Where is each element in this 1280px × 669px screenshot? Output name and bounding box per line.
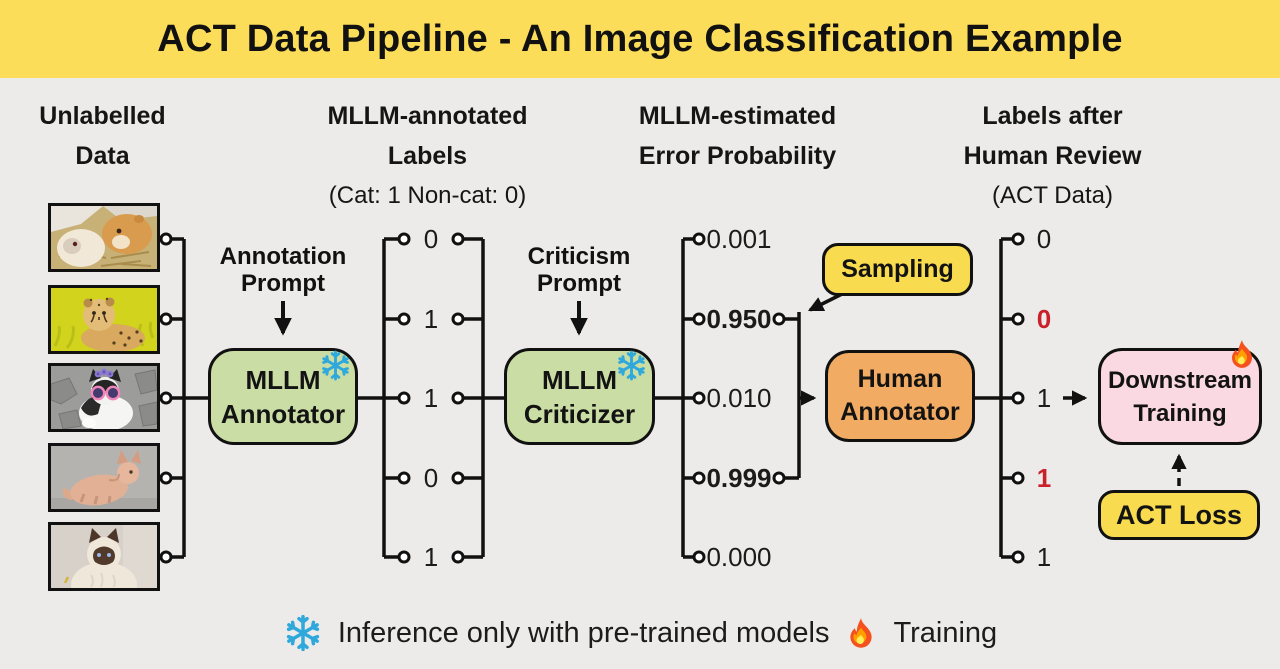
criticism-prompt-label: Criticism Prompt: [491, 243, 667, 297]
box-label: Downstream: [1107, 366, 1253, 394]
error-probability: 0.950: [706, 304, 772, 334]
human-annotator-box: Human Annotator: [825, 350, 975, 442]
error-probability: 0.001: [706, 224, 772, 254]
images-stubs: [171, 237, 184, 559]
box-label: Sampling: [841, 255, 954, 283]
annotated-label: 1: [423, 542, 439, 572]
wire-node: [159, 550, 173, 564]
header-annotated-labels: MLLM-annotated Labels (Cat: 1 Non-cat: 0…: [300, 96, 555, 216]
wire-node: [159, 232, 173, 246]
cat-sunglasses-photo: [48, 363, 160, 432]
box-label: MLLM: [541, 364, 618, 395]
snowflake-icon: [319, 349, 352, 387]
header-line: Data: [75, 142, 130, 170]
cheetah-cub-photo: [48, 285, 160, 354]
annotation-prompt-label: Annotation Prompt: [195, 243, 371, 297]
box-label: ACT Loss: [1115, 499, 1242, 530]
error-probability: 0.999: [706, 463, 772, 493]
reviewed-label-corrected: 0: [1036, 304, 1052, 334]
wire-node: [159, 312, 173, 326]
header-subtitle: (Cat: 1 Non-cat: 0): [328, 182, 527, 209]
guinea-pigs-photo: [48, 203, 160, 272]
reviewed-label: 1: [1036, 383, 1052, 413]
snowflake-icon: [283, 613, 323, 653]
legend-training-text: Training: [893, 616, 998, 649]
annotated-label: 1: [423, 383, 439, 413]
prompt-line: Prompt: [241, 270, 325, 297]
prompt-line: Prompt: [537, 270, 621, 297]
box-label: Annotator: [840, 398, 960, 426]
error-probability: 0.010: [706, 383, 772, 413]
header-reviewed-labels: Labels after Human Review (ACT Data): [925, 96, 1180, 216]
header-line: Human Review: [963, 142, 1142, 170]
legend: Inference only with pre-trained models T…: [0, 606, 1280, 660]
box-label: Training: [1133, 399, 1227, 427]
sampling-box: Sampling: [822, 243, 973, 296]
labels-right-bus: [463, 237, 485, 559]
reviewed-bus: [999, 237, 1013, 559]
header-line: Labels: [387, 142, 468, 170]
annotated-label: 0: [423, 463, 439, 493]
sphynx-cat-photo: [48, 443, 160, 512]
prompt-line: Criticism: [527, 243, 631, 270]
header-line: Error Probability: [638, 142, 837, 170]
annotated-label: 0: [423, 224, 439, 254]
box-label: Human: [857, 365, 943, 393]
prompt-line: Annotation: [219, 243, 347, 270]
labels-left-bus: [382, 237, 399, 559]
reviewed-label: 0: [1036, 224, 1052, 254]
fire-icon: [1226, 338, 1258, 375]
title-banner: ACT Data Pipeline - An Image Classificat…: [0, 0, 1280, 78]
error-left-bus: [681, 237, 694, 559]
box-label: MLLM: [245, 364, 321, 395]
page-title: ACT Data Pipeline - An Image Classificat…: [157, 17, 1123, 60]
legend-inference-text: Inference only with pre-trained models: [337, 616, 830, 649]
header-unlabelled-data: Unlabelled Data: [15, 96, 190, 176]
act-loss-box: ACT Loss: [1098, 490, 1260, 540]
box-label: Annotator: [220, 398, 346, 429]
wire-node: [159, 391, 173, 405]
header-line: MLLM-estimated: [638, 102, 837, 130]
error-probability: 0.000: [706, 542, 772, 572]
header-line: MLLM-annotated: [327, 102, 528, 130]
birman-cat-photo: [48, 522, 160, 591]
header-line: Labels after: [982, 102, 1123, 130]
sampling-arrow: [807, 292, 843, 312]
wire-node: [159, 471, 173, 485]
header-subtitle: (ACT Data): [992, 182, 1113, 209]
header-error-probability: MLLM-estimated Error Probability: [610, 96, 865, 176]
annotated-label: 1: [423, 304, 439, 334]
fire-icon: [844, 616, 878, 650]
snowflake-icon: [615, 349, 648, 387]
reviewed-label: 1: [1036, 542, 1052, 572]
header-line: Unlabelled: [39, 102, 166, 130]
reviewed-label-corrected: 1: [1036, 463, 1052, 493]
error-sampled-bus: [784, 312, 801, 480]
box-label: Criticizer: [523, 398, 636, 429]
